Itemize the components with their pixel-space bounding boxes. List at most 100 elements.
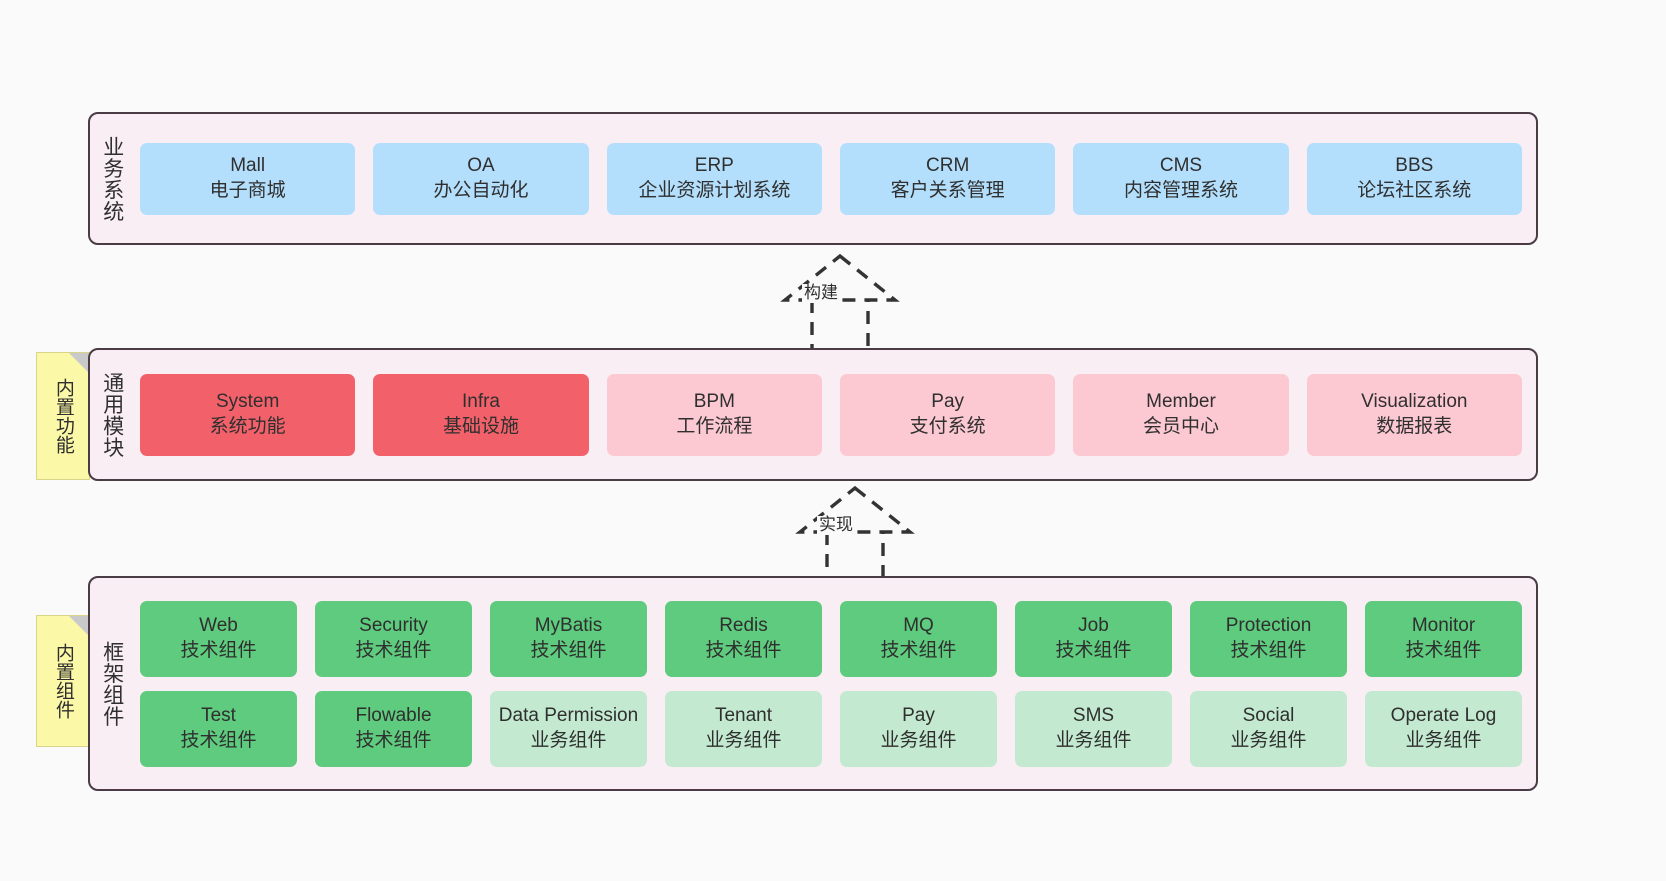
node-tenant[interactable]: Tenant 业务组件 [665, 690, 822, 767]
node-title: Operate Log [1390, 705, 1497, 727]
layer-label-framework-components: 框架组件 [100, 640, 124, 727]
node-title: Pay [931, 391, 965, 413]
node-visualization[interactable]: Visualization 数据报表 [1306, 373, 1522, 456]
node-subtitle: 论坛社区系统 [1357, 179, 1472, 201]
node-web[interactable]: Web 技术组件 [140, 600, 297, 677]
note-builtin-function: 内置功能 [36, 352, 90, 480]
connector-implement-arrow-icon [795, 485, 915, 584]
node-subtitle: 技术组件 [180, 729, 257, 751]
node-subtitle: 技术组件 [355, 729, 432, 751]
row-technical-components: Web 技术组件 Security 技术组件 MyBatis 技术组件 Redi… [140, 600, 1522, 677]
node-subtitle: 业务组件 [705, 729, 782, 751]
node-subtitle: 会员中心 [1142, 415, 1219, 437]
node-system[interactable]: System 系统功能 [140, 373, 356, 456]
connector-build-arrow-icon [780, 253, 900, 352]
node-social[interactable]: Social 业务组件 [1190, 690, 1347, 767]
node-title: Visualization [1361, 391, 1468, 413]
node-title: OA [467, 155, 495, 177]
node-subtitle: 技术组件 [1055, 639, 1132, 661]
node-subtitle: 技术组件 [180, 639, 257, 661]
layer-body-framework-components: Web 技术组件 Security 技术组件 MyBatis 技术组件 Redi… [134, 578, 1536, 789]
node-sms[interactable]: SMS 业务组件 [1015, 690, 1172, 767]
layer-label-business-systems: 业务系统 [100, 135, 124, 222]
row-business-systems: Mall 电子商城 OA 办公自动化 ERP 企业资源计划系统 CRM 客户关系… [140, 142, 1522, 215]
node-subtitle: 数据报表 [1376, 415, 1453, 437]
layer-label-common-modules: 通用模块 [100, 371, 124, 458]
node-subtitle: 业务组件 [530, 729, 607, 751]
node-title: BPM [693, 391, 735, 413]
node-subtitle: 业务组件 [1405, 729, 1482, 751]
node-subtitle: 工作流程 [676, 415, 753, 437]
node-test[interactable]: Test 技术组件 [140, 690, 297, 767]
node-erp[interactable]: ERP 企业资源计划系统 [606, 142, 822, 215]
node-title: MyBatis [534, 615, 603, 637]
node-title: Mall [230, 155, 266, 177]
node-subtitle: 技术组件 [1405, 639, 1482, 661]
node-oa[interactable]: OA 办公自动化 [373, 142, 589, 215]
node-title: Member [1146, 391, 1216, 413]
layer-business-systems: 业务系统 Mall 电子商城 OA 办公自动化 ERP 企业资源计划系统 CRM… [88, 112, 1538, 245]
node-title: Social [1242, 705, 1295, 727]
node-operate-log[interactable]: Operate Log 业务组件 [1365, 690, 1522, 767]
note-label: 内置组件 [52, 643, 74, 719]
layer-framework-components: 框架组件 Web 技术组件 Security 技术组件 MyBatis 技术组件… [88, 576, 1538, 791]
node-job[interactable]: Job 技术组件 [1015, 600, 1172, 677]
node-protection[interactable]: Protection 技术组件 [1190, 600, 1347, 677]
node-title: Flowable [355, 705, 432, 727]
node-title: CRM [926, 155, 970, 177]
note-label: 内置功能 [52, 378, 74, 454]
node-flowable[interactable]: Flowable 技术组件 [315, 690, 472, 767]
row-business-components: Test 技术组件 Flowable 技术组件 Data Permission … [140, 690, 1522, 767]
node-title: Tenant [714, 705, 773, 727]
node-bbs[interactable]: BBS 论坛社区系统 [1306, 142, 1522, 215]
node-redis[interactable]: Redis 技术组件 [665, 600, 822, 677]
connector-build-label: 构建 [802, 283, 840, 303]
node-title: Test [201, 705, 236, 727]
node-title: ERP [694, 155, 734, 177]
node-subtitle: 电子商城 [209, 179, 286, 201]
node-subtitle: 技术组件 [530, 639, 607, 661]
node-crm[interactable]: CRM 客户关系管理 [839, 142, 1056, 215]
node-subtitle: 企业资源计划系统 [638, 179, 791, 201]
node-member[interactable]: Member 会员中心 [1073, 373, 1289, 456]
node-subtitle: 基础设施 [442, 415, 519, 437]
node-mq[interactable]: MQ 技术组件 [840, 600, 997, 677]
node-subtitle: 业务组件 [1055, 729, 1132, 751]
node-title: Protection [1225, 615, 1312, 637]
node-subtitle: 客户关系管理 [890, 179, 1005, 201]
node-infra[interactable]: Infra 基础设施 [373, 373, 589, 456]
node-mall[interactable]: Mall 电子商城 [140, 142, 356, 215]
node-title: CMS [1159, 155, 1203, 177]
node-title: Pay [902, 705, 935, 727]
node-mybatis[interactable]: MyBatis 技术组件 [490, 600, 647, 677]
node-subtitle: 业务组件 [880, 729, 957, 751]
node-title: BBS [1395, 155, 1434, 177]
node-bpm[interactable]: BPM 工作流程 [606, 373, 822, 456]
node-subtitle: 技术组件 [880, 639, 957, 661]
node-subtitle: 技术组件 [355, 639, 432, 661]
node-pay-module[interactable]: Pay 支付系统 [839, 373, 1056, 456]
node-title: Data Permission [498, 705, 639, 727]
node-title: System [215, 391, 280, 413]
node-subtitle: 业务组件 [1230, 729, 1307, 751]
node-title: Infra [461, 391, 500, 413]
layer-body-common-modules: System 系统功能 Infra 基础设施 BPM 工作流程 Pay 支付系统… [134, 350, 1536, 479]
layer-common-modules: 通用模块 System 系统功能 Infra 基础设施 BPM 工作流程 Pay… [88, 348, 1538, 481]
row-common-modules: System 系统功能 Infra 基础设施 BPM 工作流程 Pay 支付系统… [140, 373, 1522, 456]
connector-implement: 实现 [755, 480, 955, 590]
node-title: Job [1078, 615, 1109, 637]
note-builtin-component: 内置组件 [36, 615, 90, 747]
node-data-permission[interactable]: Data Permission 业务组件 [490, 690, 647, 767]
node-title: MQ [903, 615, 934, 637]
node-subtitle: 办公自动化 [433, 179, 529, 201]
node-security[interactable]: Security 技术组件 [315, 600, 472, 677]
connector-implement-label: 实现 [817, 515, 855, 535]
node-title: Web [199, 615, 238, 637]
connector-build: 构建 [740, 248, 940, 358]
node-monitor[interactable]: Monitor 技术组件 [1365, 600, 1522, 677]
node-cms[interactable]: CMS 内容管理系统 [1073, 142, 1289, 215]
node-pay-component[interactable]: Pay 业务组件 [840, 690, 997, 767]
node-title: Security [359, 615, 428, 637]
node-subtitle: 支付系统 [909, 415, 986, 437]
